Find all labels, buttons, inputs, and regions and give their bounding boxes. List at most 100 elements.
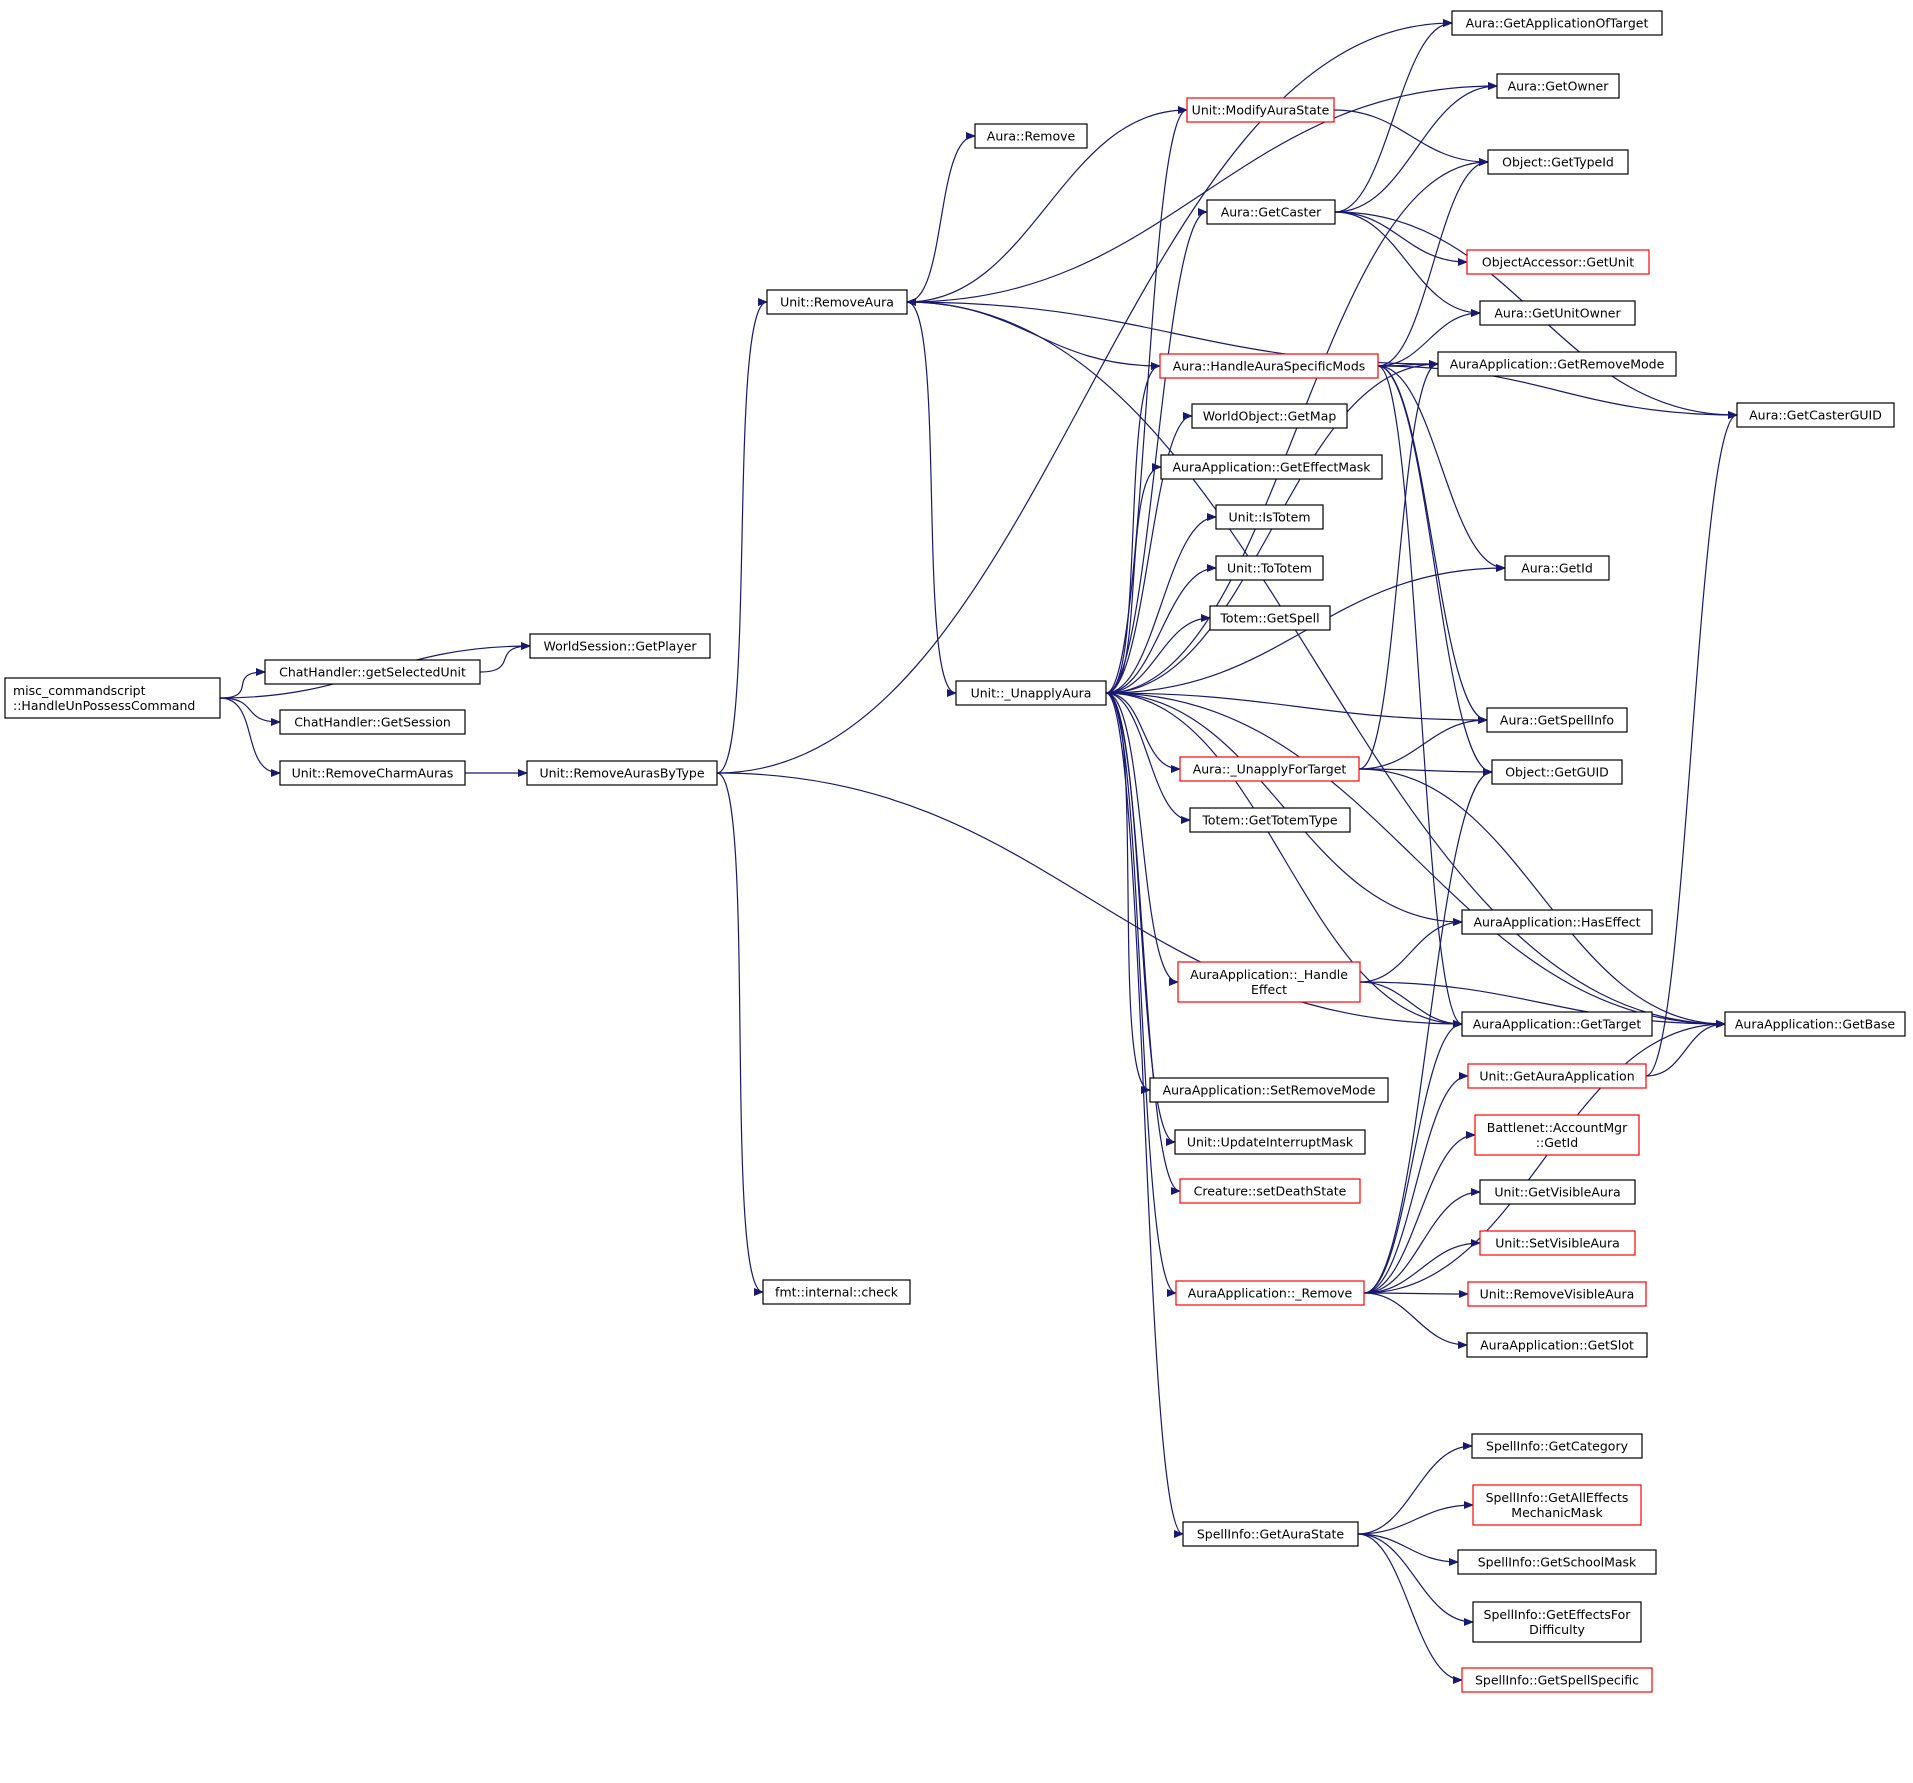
edge-layer <box>219 19 1738 1684</box>
node-label: Creature::setDeathState <box>1194 1184 1347 1199</box>
node-label: AuraApplication::HasEffect <box>1473 915 1640 930</box>
node-getplayer[interactable]: WorldSession::GetPlayer <box>529 633 711 659</box>
edge-unapplyaura-to-tototem <box>1105 564 1217 694</box>
edge-unapplyaura-to-updateinterruptmask <box>1105 692 1176 1146</box>
node-label: Aura::GetCaster <box>1221 205 1322 220</box>
edge-auraappremove-to-gettarget <box>1363 1020 1463 1294</box>
node-getcaster[interactable]: Aura::GetCaster <box>1206 199 1336 225</box>
node-getapplicationoftarget[interactable]: Aura::GetApplicationOfTarget <box>1451 10 1663 36</box>
edge-unapplyfortarget-to-getspellinfo <box>1358 716 1488 770</box>
node-label: Aura::GetOwner <box>1508 79 1610 94</box>
node-getselectedunit[interactable]: ChatHandler::getSelectedUnit <box>264 659 481 685</box>
node-box <box>766 289 908 315</box>
node-setdeathstate[interactable]: Creature::setDeathState <box>1179 1178 1361 1204</box>
node-label: SpellInfo::GetSpellSpecific <box>1475 1673 1639 1688</box>
node-modifyaurastate[interactable]: Unit::ModifyAuraState <box>1186 97 1335 123</box>
node-getvisibleaura[interactable]: Unit::GetVisibleAura <box>1479 1179 1636 1205</box>
node-fmtcheck[interactable]: fmt::internal::check <box>762 1279 911 1305</box>
node-root[interactable]: misc_commandscript::HandleUnPossessComma… <box>4 677 221 719</box>
node-totemgetspell[interactable]: Totem::GetSpell <box>1209 605 1331 631</box>
edge-getaurastate-to-getcategory <box>1357 1442 1473 1535</box>
node-box <box>279 760 466 786</box>
edge-auraappremove-to-getvisibleaura <box>1363 1188 1481 1294</box>
node-label: SpellInfo::GetCategory <box>1486 1439 1629 1454</box>
node-label: ObjectAccessor::GetUnit <box>1482 255 1634 270</box>
edge-handleauraspecificmods-to-auragetid <box>1377 365 1506 572</box>
node-getunitowner[interactable]: Aura::GetUnitOwner <box>1479 300 1636 326</box>
node-istotem[interactable]: Unit::IsTotem <box>1215 504 1324 530</box>
node-box <box>1149 1077 1389 1103</box>
node-removeaura[interactable]: Unit::RemoveAura <box>766 289 908 315</box>
edge-getaurastate-to-getspellspecific <box>1357 1533 1463 1684</box>
node-box <box>1179 1178 1361 1204</box>
edge-unapplyaura-to-setdeathstate <box>1105 692 1181 1195</box>
node-setremovemode[interactable]: AuraApplication::SetRemoveMode <box>1149 1077 1389 1103</box>
node-getbase[interactable]: AuraApplication::GetBase <box>1724 1011 1906 1037</box>
node-getauraapplication[interactable]: Unit::GetAuraApplication <box>1467 1063 1647 1089</box>
node-removevisibleaura[interactable]: Unit::RemoveVisibleAura <box>1467 1281 1647 1307</box>
edge-getaurastate-to-geteffectsfordifficulty <box>1357 1533 1474 1626</box>
node-gettarget[interactable]: AuraApplication::GetTarget <box>1461 1011 1653 1037</box>
edge-getaurastate-to-getalleffectsmechanicmask <box>1357 1501 1474 1535</box>
node-getcasterguid[interactable]: Aura::GetCasterGUID <box>1736 402 1895 428</box>
node-unapplyaura[interactable]: Unit::_UnapplyAura <box>955 680 1107 706</box>
node-unapplyfortarget[interactable]: Aura::_UnapplyForTarget <box>1179 756 1360 782</box>
node-box <box>1467 1063 1647 1089</box>
node-tototem[interactable]: Unit::ToTotem <box>1215 555 1324 581</box>
node-getspellinfo[interactable]: Aura::GetSpellInfo <box>1486 707 1628 733</box>
edge-handleauraspecificmods-to-removeaura <box>906 298 1161 367</box>
node-getschoolmask[interactable]: SpellInfo::GetSchoolMask <box>1457 1549 1657 1575</box>
edge-auraappremove-to-getauraapplication <box>1363 1072 1469 1294</box>
node-getguid[interactable]: Object::GetGUID <box>1491 759 1623 785</box>
node-accountmgrgetid[interactable]: Battlenet::AccountMgr::GetId <box>1474 1114 1640 1156</box>
edge-unapplyaura-to-getspellinfo <box>1105 692 1488 724</box>
node-label: SpellInfo::GetSchoolMask <box>1478 1555 1637 1570</box>
edge-unapplyaura-to-istotem <box>1105 513 1217 694</box>
node-getslot[interactable]: AuraApplication::GetSlot <box>1466 1332 1648 1358</box>
node-getcategory[interactable]: SpellInfo::GetCategory <box>1471 1433 1643 1459</box>
edge-unapplyfortarget-to-getbase <box>1358 768 1726 1028</box>
edge-root-to-getsession <box>219 697 281 726</box>
node-objaccgetunit[interactable]: ObjectAccessor::GetUnit <box>1466 249 1650 275</box>
node-getspellspecific[interactable]: SpellInfo::GetSpellSpecific <box>1461 1667 1653 1693</box>
edge-auraappremove-to-getbase <box>1363 1020 1726 1294</box>
node-getowner[interactable]: Aura::GetOwner <box>1496 73 1620 99</box>
edge-unapplyfortarget-to-getremovemode <box>1358 360 1439 770</box>
edge-unapplyaura-to-getaurastate <box>1105 692 1184 1538</box>
node-label: ChatHandler::getSelectedUnit <box>279 665 466 680</box>
edge-removeaurasbytype-to-removeaura <box>716 298 768 774</box>
node-getaurastate[interactable]: SpellInfo::GetAuraState <box>1182 1521 1359 1547</box>
node-box <box>1461 909 1653 935</box>
node-geteffectmask[interactable]: AuraApplication::GetEffectMask <box>1160 454 1383 480</box>
node-auraappremove[interactable]: AuraApplication::_Remove <box>1175 1280 1365 1306</box>
node-getmap[interactable]: WorldObject::GetMap <box>1191 403 1348 429</box>
node-box <box>1486 707 1628 733</box>
node-getremovemode[interactable]: AuraApplication::GetRemoveMode <box>1437 351 1677 377</box>
edge-removeaurasbytype-to-fmtcheck <box>716 772 764 1296</box>
node-setvisibleaura[interactable]: Unit::SetVisibleAura <box>1479 1230 1636 1256</box>
node-updateinterruptmask[interactable]: Unit::UpdateInterruptMask <box>1174 1129 1366 1155</box>
node-auraremove[interactable]: Aura::Remove <box>974 123 1088 149</box>
node-handleauraspecificmods[interactable]: Aura::HandleAuraSpecificMods <box>1159 353 1379 379</box>
node-auragetid[interactable]: Aura::GetId <box>1504 555 1610 581</box>
node-getsession[interactable]: ChatHandler::GetSession <box>279 709 466 735</box>
node-haseffect[interactable]: AuraApplication::HasEffect <box>1461 909 1653 935</box>
node-box <box>1461 1667 1653 1693</box>
node-label: Unit::RemoveAura <box>780 295 894 310</box>
edge-getcaster-to-getunitowner <box>1334 211 1481 317</box>
edge-unapplyfortarget-to-getguid <box>1358 767 1493 776</box>
node-removeaurasbytype[interactable]: Unit::RemoveAurasByType <box>526 760 718 786</box>
edge-unapplyaura-to-getcaster <box>1105 208 1208 694</box>
node-gettotemtype[interactable]: Totem::GetTotemType <box>1189 807 1351 833</box>
node-label: WorldSession::GetPlayer <box>543 639 697 654</box>
node-box <box>1189 807 1351 833</box>
node-removecharmauras[interactable]: Unit::RemoveCharmAuras <box>279 760 466 786</box>
node-box <box>974 123 1088 149</box>
edge-unapplyaura-to-unapplyfortarget <box>1105 692 1181 773</box>
node-gettypeid[interactable]: Object::GetTypeId <box>1487 149 1629 175</box>
node-label: MechanicMask <box>1511 1505 1603 1520</box>
node-label: Unit::SetVisibleAura <box>1495 1236 1620 1251</box>
